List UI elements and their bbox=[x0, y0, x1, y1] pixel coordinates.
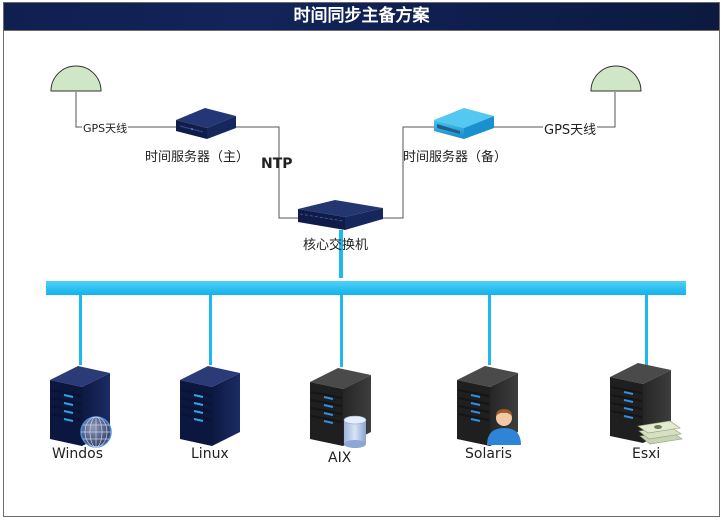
link-backup-to-switch bbox=[382, 126, 437, 219]
time-server-primary-label: 时间服务器（主） bbox=[145, 150, 250, 165]
time-server-backup-label: 时间服务器（备） bbox=[403, 150, 508, 165]
drop-aix bbox=[340, 295, 343, 367]
globe-icon bbox=[80, 416, 112, 448]
bus-drops bbox=[79, 295, 648, 367]
client-label-solaris: Solaris bbox=[465, 446, 512, 462]
network-switch-icon bbox=[298, 200, 383, 230]
link-lines bbox=[75, 92, 616, 219]
drop-linux bbox=[209, 295, 212, 365]
drop-solaris bbox=[488, 295, 491, 365]
gps-antenna-label-left: GPS天线 bbox=[82, 120, 129, 136]
drop-esxi bbox=[645, 295, 648, 365]
database-icon bbox=[343, 415, 367, 448]
network-bus bbox=[46, 281, 686, 295]
link-backup-to-antenna-right bbox=[494, 92, 616, 128]
switch-uplink bbox=[339, 230, 343, 278]
time-server-icon bbox=[176, 108, 236, 139]
client-label-aix: AIX bbox=[328, 450, 352, 466]
client-label-windos: Windos bbox=[52, 446, 104, 462]
ntp-protocol-label: NTP bbox=[261, 156, 293, 172]
link-primary-to-switch bbox=[234, 126, 300, 219]
gps-antenna-label-right: GPS天线 bbox=[543, 119, 598, 138]
client-label-linux: Linux bbox=[191, 446, 229, 462]
client-label-esxi: Esxi bbox=[632, 446, 661, 462]
gps-antenna-icon bbox=[50, 65, 102, 92]
core-switch-label: 核心交换机 bbox=[303, 238, 369, 253]
link-antenna-left-to-primary bbox=[75, 92, 178, 128]
page-title: 时间同步主备方案 bbox=[3, 2, 720, 31]
money-icon bbox=[637, 420, 683, 445]
server-tower-icon bbox=[180, 366, 240, 446]
user-icon bbox=[487, 409, 521, 445]
gps-antenna-icon bbox=[590, 65, 642, 92]
drop-windos bbox=[79, 295, 82, 365]
time-server-icon bbox=[434, 108, 494, 139]
